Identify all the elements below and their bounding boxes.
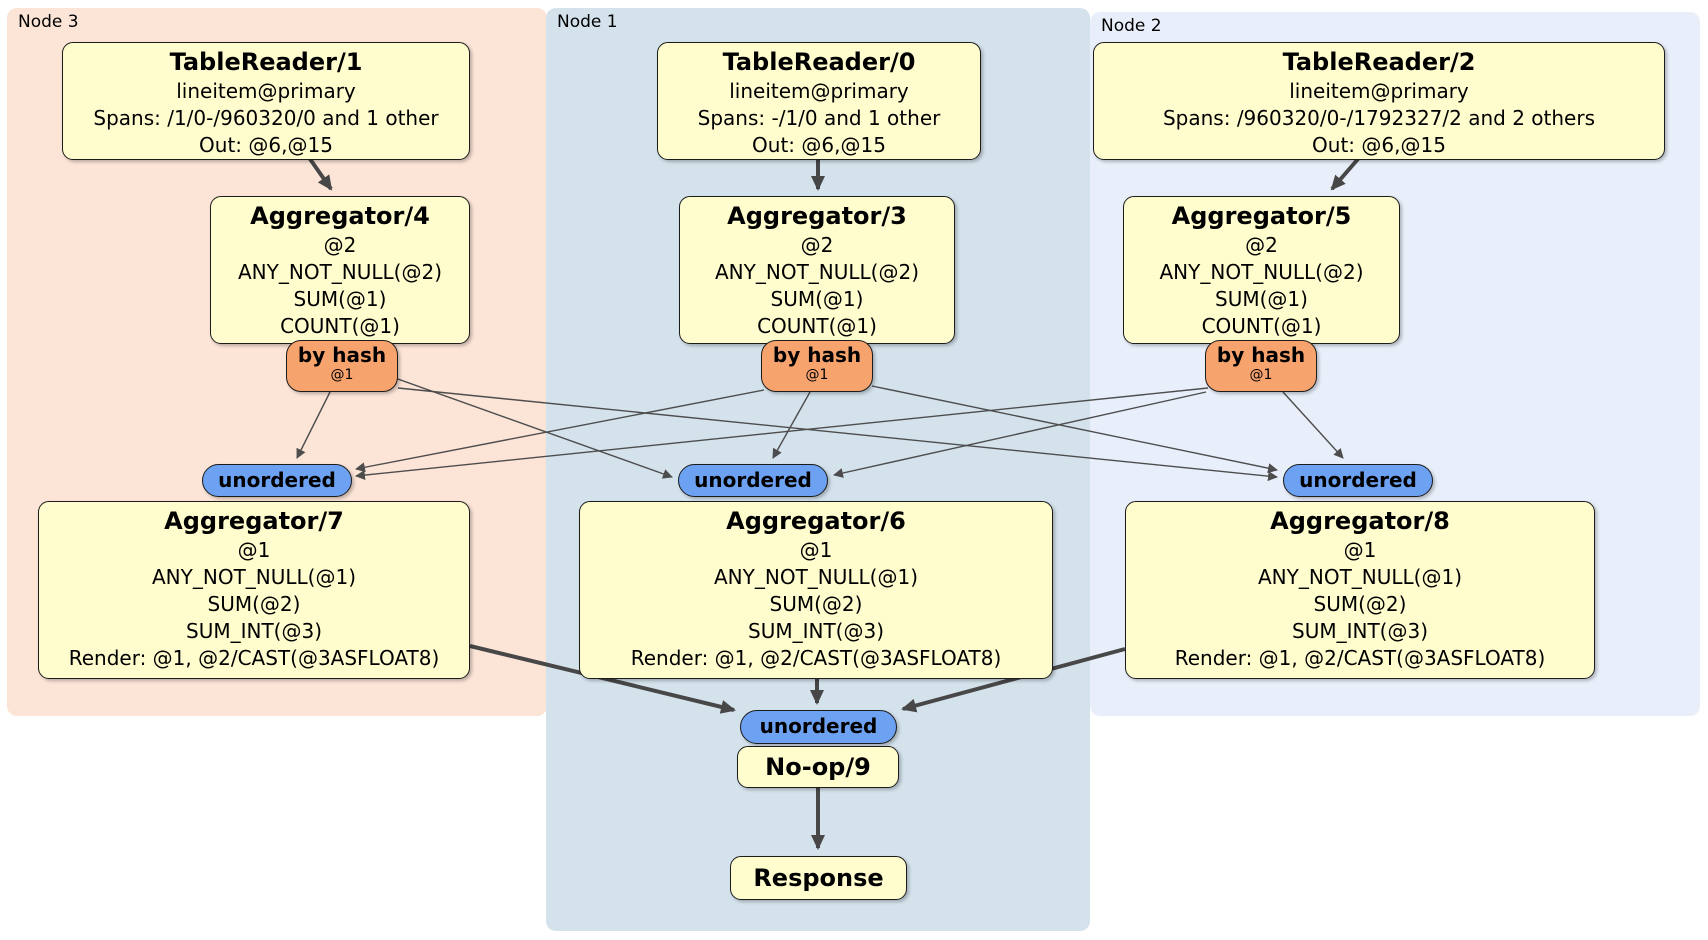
processor-detail-line: ANY_NOT_NULL(@1) — [714, 565, 918, 589]
processor-title: Aggregator/8 — [1270, 507, 1450, 535]
processor-detail-line: SUM_INT(@3) — [748, 619, 884, 643]
processor-detail-line: Spans: -/1/0 and 1 other — [697, 106, 941, 130]
processor-title: Response — [753, 864, 884, 892]
processor-aggregator4: Aggregator/4 @2 ANY_NOT_NULL(@2) SUM(@1)… — [210, 196, 470, 344]
merge-router-node3: unordered — [202, 464, 352, 497]
processor-detail-line: ANY_NOT_NULL(@2) — [1159, 260, 1364, 284]
processor-detail-line: Render: @1, @2/CAST(@3ASFLOAT8) — [630, 646, 1002, 670]
processor-detail-line: lineitem@primary — [729, 79, 909, 103]
processor-detail-line: SUM(@2) — [1313, 592, 1407, 616]
processor-detail-line: COUNT(@1) — [1201, 314, 1322, 338]
processor-detail-line: Out: @6,@15 — [1312, 133, 1446, 157]
processor-detail-line: Out: @6,@15 — [752, 133, 886, 157]
processor-detail-line: SUM(@2) — [207, 592, 301, 616]
processor-detail-line: COUNT(@1) — [280, 314, 400, 338]
processor-detail-line: lineitem@primary — [1289, 79, 1469, 103]
processor-title: Aggregator/5 — [1171, 202, 1352, 230]
processor-tablereader1: TableReader/1 lineitem@primary Spans: /1… — [62, 42, 470, 160]
hash-router-node2: by hash @1 — [1205, 340, 1317, 392]
processor-detail-line: Render: @1, @2/CAST(@3ASFLOAT8) — [1174, 646, 1546, 670]
hash-router-node1: by hash @1 — [761, 340, 873, 392]
router-label: unordered — [759, 714, 878, 738]
router-label: by hash — [1216, 343, 1306, 367]
router-label: unordered — [694, 468, 812, 492]
response-box: Response — [730, 856, 907, 900]
router-label: unordered — [1299, 468, 1417, 492]
router-label: by hash — [772, 343, 862, 367]
processor-title: TableReader/1 — [169, 48, 363, 76]
processor-aggregator5: Aggregator/5 @2 ANY_NOT_NULL(@2) SUM(@1)… — [1123, 196, 1400, 344]
processor-noop9: No-op/9 — [737, 746, 899, 788]
processor-detail-line: @1 — [237, 538, 271, 562]
processor-detail-line: Spans: /960320/0-/1792327/2 and 2 others — [1162, 106, 1595, 130]
region-node2-label: Node 2 — [1101, 16, 1162, 36]
processor-detail-line: @2 — [800, 233, 834, 257]
processor-detail-line: SUM(@2) — [769, 592, 863, 616]
processor-title: TableReader/0 — [722, 48, 916, 76]
processor-title: TableReader/2 — [1282, 48, 1476, 76]
processor-detail-line: SUM_INT(@3) — [186, 619, 322, 643]
processor-detail-line: Render: @1, @2/CAST(@3ASFLOAT8) — [68, 646, 440, 670]
processor-detail-line: SUM_INT(@3) — [1292, 619, 1428, 643]
processor-detail-line: ANY_NOT_NULL(@1) — [1258, 565, 1462, 589]
region-node3-label: Node 3 — [18, 12, 79, 32]
processor-title: Aggregator/7 — [164, 507, 344, 535]
processor-title: Aggregator/6 — [726, 507, 906, 535]
processor-tablereader2: TableReader/2 lineitem@primary Spans: /9… — [1093, 42, 1665, 160]
router-label: by hash — [297, 343, 387, 367]
processor-aggregator7: Aggregator/7 @1 ANY_NOT_NULL(@1) SUM(@2)… — [38, 501, 470, 679]
processor-detail-line: SUM(@1) — [293, 287, 387, 311]
processor-tablereader0: TableReader/0 lineitem@primary Spans: -/… — [657, 42, 981, 160]
processor-detail-line: ANY_NOT_NULL(@2) — [715, 260, 919, 284]
processor-title: No-op/9 — [765, 753, 871, 781]
processor-detail-line: @1 — [1343, 538, 1377, 562]
router-sub-label: @1 — [330, 367, 354, 383]
processor-aggregator3: Aggregator/3 @2 ANY_NOT_NULL(@2) SUM(@1)… — [679, 196, 955, 344]
processor-detail-line: @2 — [1245, 233, 1278, 257]
processor-detail-line: ANY_NOT_NULL(@2) — [238, 260, 442, 284]
merge-router-node1: unordered — [678, 464, 828, 497]
router-label: unordered — [218, 468, 336, 492]
processor-detail-line: COUNT(@1) — [757, 314, 877, 338]
processor-detail-line: Spans: /1/0-/960320/0 and 1 other — [93, 106, 439, 130]
region-node1-label: Node 1 — [557, 12, 618, 32]
router-sub-label: @1 — [805, 367, 829, 383]
processor-detail-line: Out: @6,@15 — [199, 133, 333, 157]
processor-detail-line: lineitem@primary — [176, 79, 356, 103]
processor-detail-line: SUM(@1) — [770, 287, 864, 311]
processor-title: Aggregator/4 — [250, 202, 430, 230]
hash-router-node3: by hash @1 — [286, 340, 398, 392]
merge-router-node2: unordered — [1283, 464, 1433, 497]
processor-aggregator6: Aggregator/6 @1 ANY_NOT_NULL(@1) SUM(@2)… — [579, 501, 1053, 679]
processor-detail-line: ANY_NOT_NULL(@1) — [152, 565, 356, 589]
merge-router-final: unordered — [740, 710, 897, 744]
processor-title: Aggregator/3 — [727, 202, 907, 230]
processor-detail-line: @1 — [799, 538, 833, 562]
router-sub-label: @1 — [1249, 367, 1273, 383]
processor-aggregator8: Aggregator/8 @1 ANY_NOT_NULL(@1) SUM(@2)… — [1125, 501, 1595, 679]
processor-detail-line: @2 — [323, 233, 357, 257]
processor-detail-line: SUM(@1) — [1215, 287, 1308, 311]
